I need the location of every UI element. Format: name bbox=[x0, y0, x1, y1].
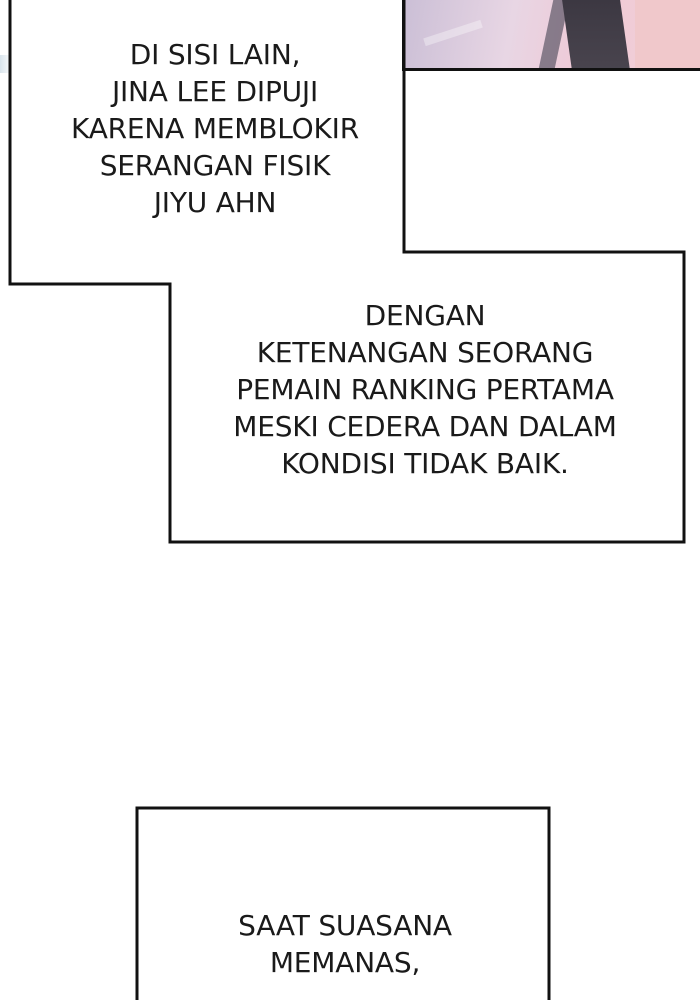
artwork-skin bbox=[635, 0, 700, 68]
caption-box-outline-bottom bbox=[135, 806, 551, 1000]
narration-caption-3: SAAT SUASANA MEMANAS, bbox=[238, 909, 452, 979]
caption-box-outline-top bbox=[8, 0, 686, 544]
narration-caption-2: DENGAN KETENANGAN SEORANG PEMAIN RANKING… bbox=[233, 299, 617, 480]
narration-caption-1: DI SISI LAIN, JINA LEE DIPUJI KARENA MEM… bbox=[71, 38, 359, 219]
